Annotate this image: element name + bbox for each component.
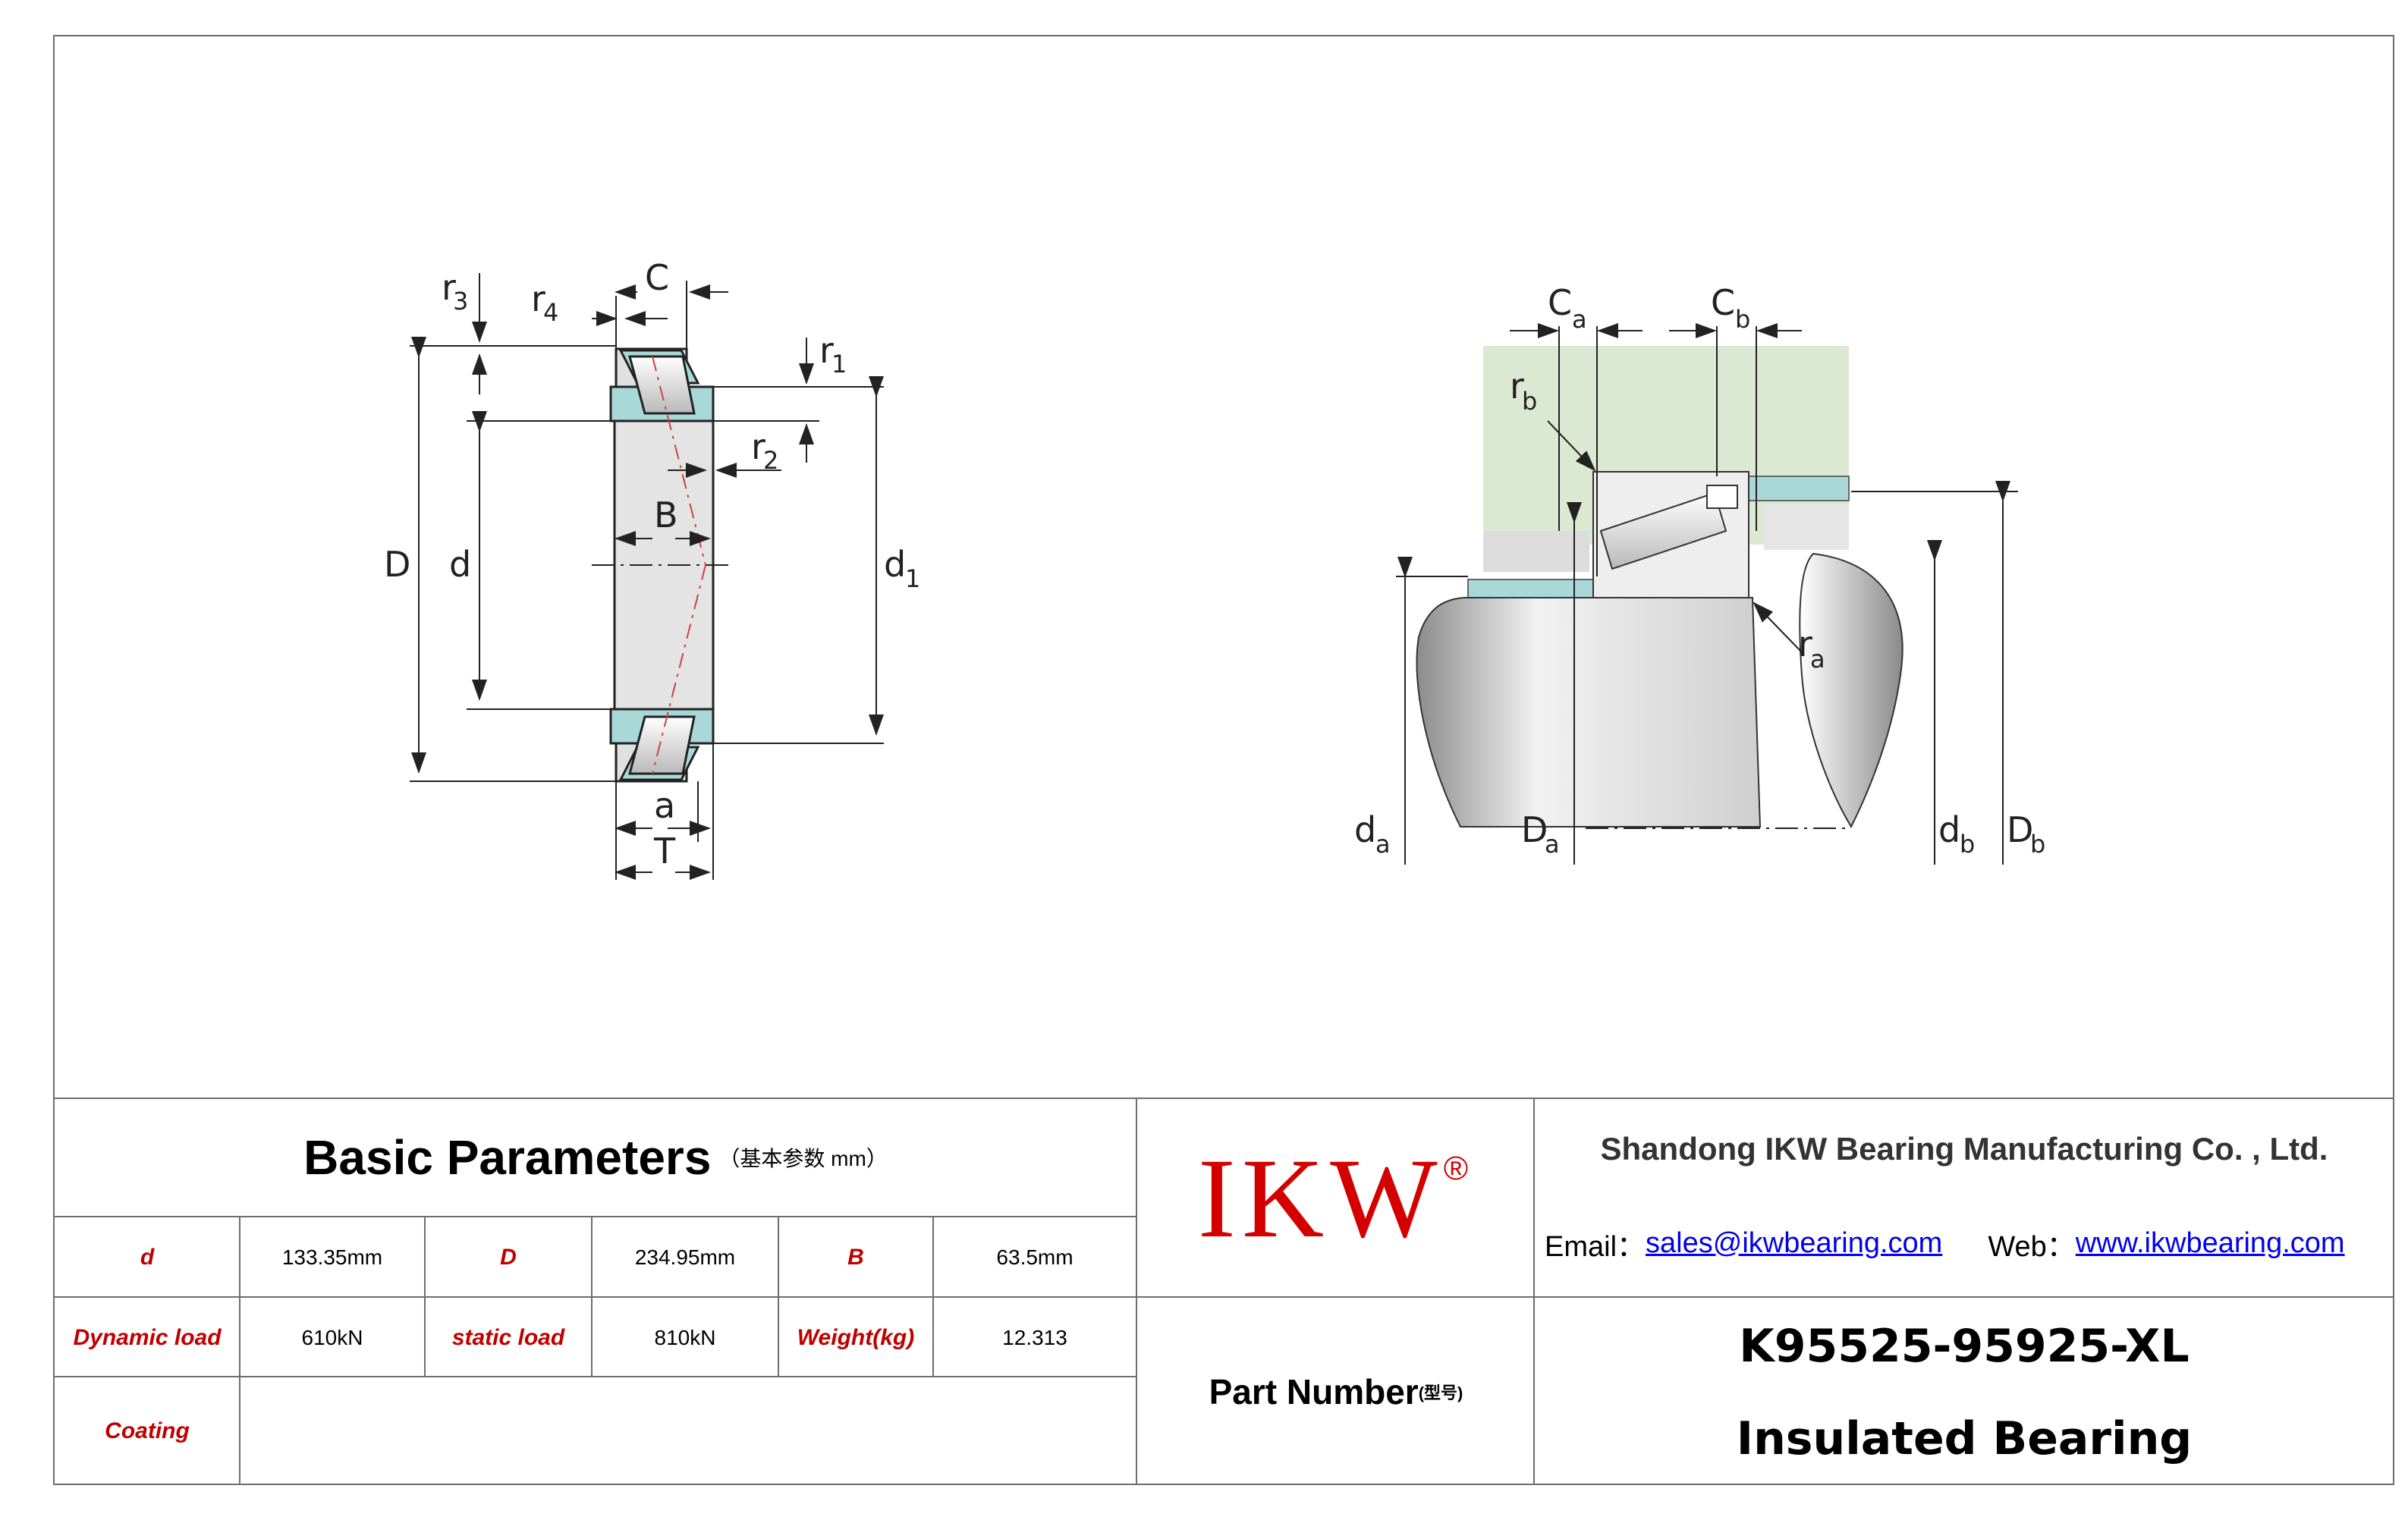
label-da: d xyxy=(1354,809,1376,850)
label-C: C xyxy=(645,257,669,298)
part-number-note: (型号) xyxy=(1418,1383,1463,1402)
svg-text:a: a xyxy=(1810,645,1825,674)
label-d: d xyxy=(449,544,471,585)
label-coating-cell: Coating xyxy=(105,1418,190,1443)
web-link[interactable]: www.ikwbearing.com xyxy=(2075,1226,2345,1259)
label-Da: D xyxy=(1521,809,1548,850)
label-Db: D xyxy=(2007,809,2033,850)
part-number-value: K95525-95925-XL xyxy=(1739,1320,2190,1373)
params-title-note: （基本参数 mm） xyxy=(718,1147,888,1170)
label-d1: d xyxy=(884,544,906,585)
value-coating-cell xyxy=(240,1378,1136,1484)
value-d-cell: 133.35mm xyxy=(281,1245,383,1269)
label-r2: r xyxy=(751,426,765,467)
label-Ca: C xyxy=(1548,282,1572,323)
bearing-section-drawing xyxy=(410,273,884,880)
label-weight-cell: Weight(kg) xyxy=(797,1324,915,1350)
label-d-cell: d xyxy=(140,1245,155,1270)
label-Cb: C xyxy=(1711,282,1735,323)
logo-cell: IKW® xyxy=(1138,1100,1534,1297)
technical-drawing: C r 3 r 4 r 1 r 2 B D d d 1 a T xyxy=(384,257,2045,880)
drawing-frame xyxy=(53,35,2394,1485)
svg-text:b: b xyxy=(1522,387,1537,416)
label-db: d xyxy=(1938,809,1960,850)
value-weight-cell: 12.313 xyxy=(1002,1325,1067,1349)
value-dynamic-load-cell: 610kN xyxy=(301,1325,363,1349)
svg-text:a: a xyxy=(1545,830,1560,859)
email-link[interactable]: sales@ikwbearing.com xyxy=(1646,1226,1943,1259)
ikw-logo: IKW® xyxy=(1197,1135,1475,1261)
label-static-load-cell: static load xyxy=(451,1324,565,1350)
svg-text:b: b xyxy=(1735,305,1750,334)
registered-mark: ® xyxy=(1443,1150,1475,1187)
value-static-load-cell: 810kN xyxy=(654,1325,716,1349)
web-label: Web： xyxy=(1988,1230,2076,1263)
part-number-label-cell: Part Number(型号) xyxy=(1138,1299,1534,1484)
contact-row: Email：sales@ikwbearing.com Web：www.ikwbe… xyxy=(1536,1201,2393,1285)
svg-text:1: 1 xyxy=(905,564,920,593)
value-D-cell: 234.95mm xyxy=(634,1245,736,1269)
params-title: Basic Parameters （基本参数 mm） xyxy=(55,1100,1136,1215)
svg-text:2: 2 xyxy=(763,446,778,475)
svg-text:a: a xyxy=(1572,305,1587,334)
label-r1: r xyxy=(819,330,834,371)
value-B-cell: 63.5mm xyxy=(996,1245,1074,1269)
label-B: B xyxy=(654,495,678,535)
svg-text:b: b xyxy=(2030,830,2045,859)
email-label: Email： xyxy=(1545,1230,1646,1263)
svg-text:a: a xyxy=(1375,830,1391,859)
label-dynamic-load-cell: Dynamic load xyxy=(73,1324,222,1350)
label-r4: r xyxy=(531,278,545,319)
company-name: Shandong IKW Bearing Manufacturing Co. ,… xyxy=(1600,1131,2328,1167)
mounting-dimension-labels: C a C b r b r a d a D a d b D b xyxy=(1354,282,2045,859)
bearing-dimension-labels: C r 3 r 4 r 1 r 2 B D d d 1 a T xyxy=(384,257,920,871)
params-title-text: Basic Parameters xyxy=(303,1130,712,1185)
svg-text:b: b xyxy=(1960,830,1975,859)
part-number-label: Part Number xyxy=(1209,1371,1419,1412)
label-D-cell: D xyxy=(500,1245,517,1270)
label-T: T xyxy=(653,831,676,871)
label-r3: r xyxy=(442,267,456,308)
product-type: Insulated Bearing xyxy=(1736,1412,2193,1465)
mounting-drawing xyxy=(1396,323,2018,865)
label-rb: r xyxy=(1510,366,1524,407)
label-D: D xyxy=(384,544,410,585)
label-ra: r xyxy=(1798,623,1812,664)
label-a: a xyxy=(654,785,675,826)
svg-text:4: 4 xyxy=(543,298,558,327)
svg-text:3: 3 xyxy=(453,287,468,316)
svg-text:1: 1 xyxy=(831,350,847,378)
label-B-cell: B xyxy=(847,1245,864,1270)
